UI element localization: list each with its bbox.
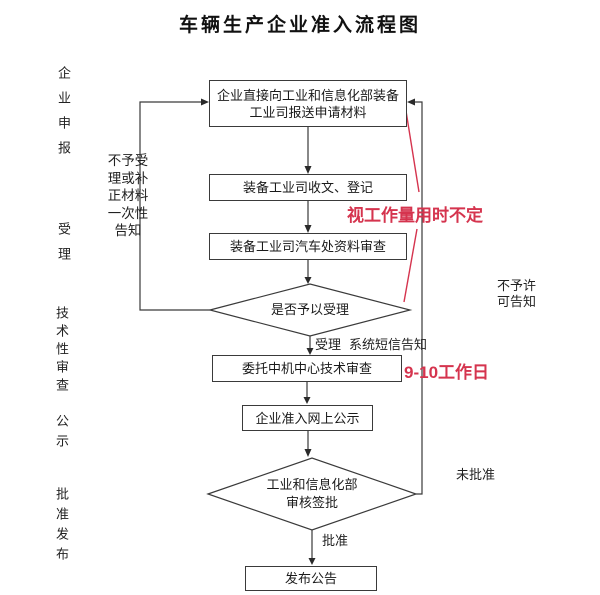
flow-box-technical-review: 委托中机中心技术审查 (212, 355, 402, 382)
annotation-workload-time: 视工作量用时不定 (347, 206, 483, 225)
flow-box-material-review: 装备工业司汽车处资料审查 (209, 233, 407, 260)
connector-reject-loop (139, 101, 210, 311)
decision-approve-shape (206, 457, 418, 531)
annotation-technical-duration: 9-10工作日 (404, 363, 490, 382)
stage-label-declare: 企业申报 (56, 66, 71, 166)
edge-label-approved: 批准 (322, 533, 349, 548)
edge-label-not-approved: 未批准 (456, 467, 496, 482)
flow-box-submit: 企业直接向工业和信息化部装备工业司报送申请材料 (209, 80, 407, 127)
flow-box-online-publicity: 企业准入网上公示 (242, 405, 373, 431)
annotation-leader-bottom (403, 228, 418, 303)
annotation-leader-top (405, 110, 420, 193)
edge-label-sms-notice: 系统短信告知 (349, 337, 428, 352)
stage-label-technical: 技术性审查 (54, 306, 69, 396)
stage-label-accept: 受理 (56, 222, 71, 272)
connector-notapproved-loop (415, 101, 423, 495)
decision-accept-shape (207, 283, 413, 337)
page-title: 车辆生产企业准入流程图 (178, 15, 421, 36)
edge-label-accept: 受理 (315, 337, 342, 352)
edge-label-reject-notice: 不予受 理或补 正材料 一次性 告知 (107, 153, 149, 238)
flow-box-announce: 发布公告 (245, 566, 377, 591)
flow-box-receive: 装备工业司收文、登记 (209, 174, 407, 201)
decision-accept-label: 是否予以受理 (270, 302, 349, 317)
stage-label-publicity: 公示 (54, 414, 69, 454)
stage-label-release: 批准发布 (54, 487, 69, 567)
edge-label-no-permit: 不予许 可告知 (497, 278, 537, 309)
decision-approve-label: 工业和信息化部 审核签批 (266, 477, 358, 510)
